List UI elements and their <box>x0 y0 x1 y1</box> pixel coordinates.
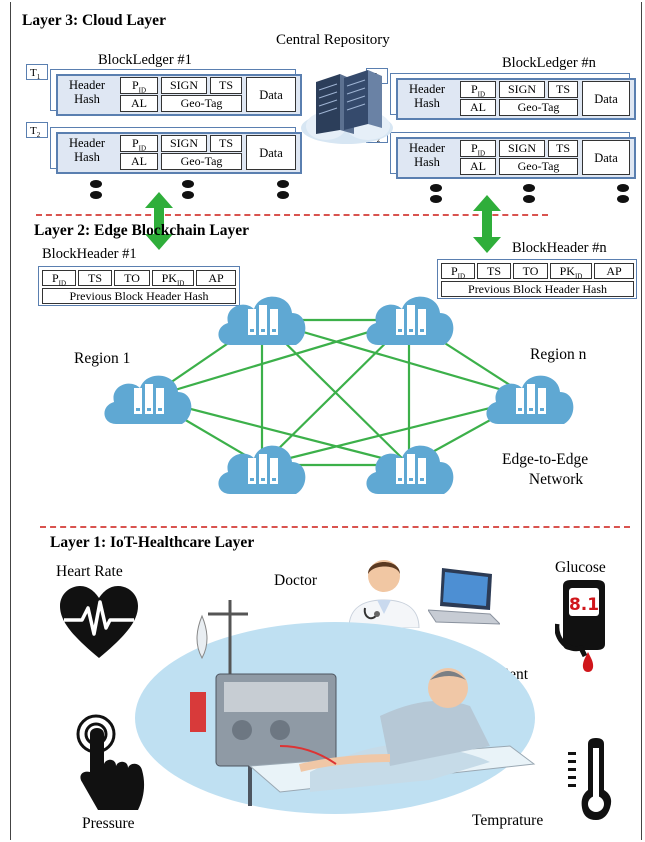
sign-cell: SIGN <box>161 135 207 152</box>
heart-rate-icon <box>60 586 138 658</box>
sync-arrow-left <box>145 192 173 250</box>
layer-separator-3-2 <box>36 214 548 216</box>
chain-dots <box>182 180 194 200</box>
region-1-label: Region 1 <box>74 350 131 367</box>
edge-cloud-node-icon <box>366 296 454 345</box>
sign-cell: SIGN <box>161 77 207 94</box>
pid-cell: PID <box>460 140 496 157</box>
data-cell: Data <box>582 81 630 116</box>
edge-cloud-node-icon <box>366 445 454 494</box>
glucose-meter-icon: 8.1 <box>555 580 605 672</box>
chain-dots <box>277 180 289 200</box>
ts-cell: TS <box>548 140 578 157</box>
blockledger-n-block-t1: T1 Header Hash PID SIGN TS AL Geo-Tag Da… <box>366 68 636 120</box>
data-cell: Data <box>246 135 296 170</box>
blockledger-n-title: BlockLedger #n <box>502 55 596 71</box>
ts-cell: TS <box>210 77 242 94</box>
layer2-title: Layer 2: Edge Blockchain Layer <box>34 222 249 239</box>
al-cell: AL <box>120 153 158 170</box>
pkid-cell: PKID <box>152 270 194 287</box>
al-cell: AL <box>120 95 158 112</box>
chain-dots <box>523 184 535 204</box>
t2-label: T2 <box>26 122 48 139</box>
sign-cell: SIGN <box>499 81 545 98</box>
ts-cell: TS <box>477 263 511 279</box>
geotag-cell: Geo-Tag <box>161 153 242 170</box>
blockheader-1-title: BlockHeader #1 <box>42 246 137 262</box>
doctor-icon <box>348 560 420 628</box>
to-cell: TO <box>513 263 548 279</box>
ap-cell: AP <box>594 263 634 279</box>
header-hash-label: Header Hash <box>68 136 106 164</box>
region-n-label: Region n <box>530 346 587 363</box>
edge-cloud-node-icon <box>218 296 306 345</box>
layer1-title: Layer 1: IoT-Healthcare Layer <box>50 534 255 551</box>
patient-dialysis-illustration <box>135 600 536 814</box>
blockheader-n-title: BlockHeader #n <box>512 240 607 256</box>
figure-frame <box>10 2 642 840</box>
sign-cell: SIGN <box>499 140 545 157</box>
pid-cell: PID <box>120 135 158 152</box>
al-cell: AL <box>460 158 496 175</box>
al-cell: AL <box>460 99 496 116</box>
doctor-label: Doctor <box>274 572 318 589</box>
pkid-cell: PKID <box>550 263 592 280</box>
layer-separator-2-1 <box>40 526 630 528</box>
header-hash-label: Header Hash <box>68 78 106 106</box>
to-cell: TO <box>114 270 150 286</box>
chain-dots <box>617 184 629 204</box>
edge-cloud-node-icon <box>104 375 192 424</box>
geotag-cell: Geo-Tag <box>499 99 578 116</box>
data-cell: Data <box>582 140 630 175</box>
prev-hash-cell: Previous Block Header Hash <box>441 281 634 297</box>
header-hash-label: Header Hash <box>408 141 446 169</box>
glucose-label: Glucose <box>555 559 606 576</box>
chain-dots <box>430 184 442 204</box>
header-hash-label: Header Hash <box>408 82 446 110</box>
temperature-label: Temprature <box>472 812 544 829</box>
central-repository-server-icon <box>301 70 393 144</box>
glucose-reading: 8.1 <box>569 595 599 615</box>
blockledger-1-block-t2: T2 Header Hash PID SIGN TS AL Geo-Tag Da… <box>26 122 302 174</box>
ap-cell: AP <box>196 270 236 286</box>
geotag-cell: Geo-Tag <box>499 158 578 175</box>
pressure-touch-icon <box>76 714 145 810</box>
geotag-cell: Geo-Tag <box>161 95 242 112</box>
heart-rate-label: Heart Rate <box>56 563 123 580</box>
laptop-icon <box>428 568 500 625</box>
blockheader-n: PID TS TO PKID AP Previous Block Header … <box>437 259 637 299</box>
pid-cell: PID <box>120 77 158 94</box>
t1-label: T1 <box>26 64 48 81</box>
blockledger-1-title: BlockLedger #1 <box>98 52 192 68</box>
blockheader-1: PID TS TO PKID AP Previous Block Header … <box>38 266 240 306</box>
chain-dots <box>90 180 102 200</box>
layer3-title: Layer 3: Cloud Layer <box>22 12 166 29</box>
data-cell: Data <box>246 77 296 112</box>
pid-cell: PID <box>460 81 496 98</box>
thermometer-icon <box>568 738 612 820</box>
ts-cell: TS <box>78 270 112 286</box>
edge-cloud-node-icon <box>218 445 306 494</box>
pid-cell: PID <box>441 263 475 280</box>
ts-cell: TS <box>548 81 578 98</box>
sync-arrow-right <box>473 195 501 253</box>
edge-network-label: Edge-to-Edge Network <box>502 451 589 488</box>
blockledger-1-block-t1: T1 Header Hash PID SIGN TS AL Geo-Tag Da… <box>26 64 302 116</box>
central-repository-label: Central Repository <box>276 32 390 48</box>
pressure-label: Pressure <box>82 815 135 832</box>
edge-cloud-node-icon <box>486 375 574 424</box>
pid-cell: PID <box>42 270 76 287</box>
prev-hash-cell: Previous Block Header Hash <box>42 288 236 304</box>
ts-cell: TS <box>210 135 242 152</box>
